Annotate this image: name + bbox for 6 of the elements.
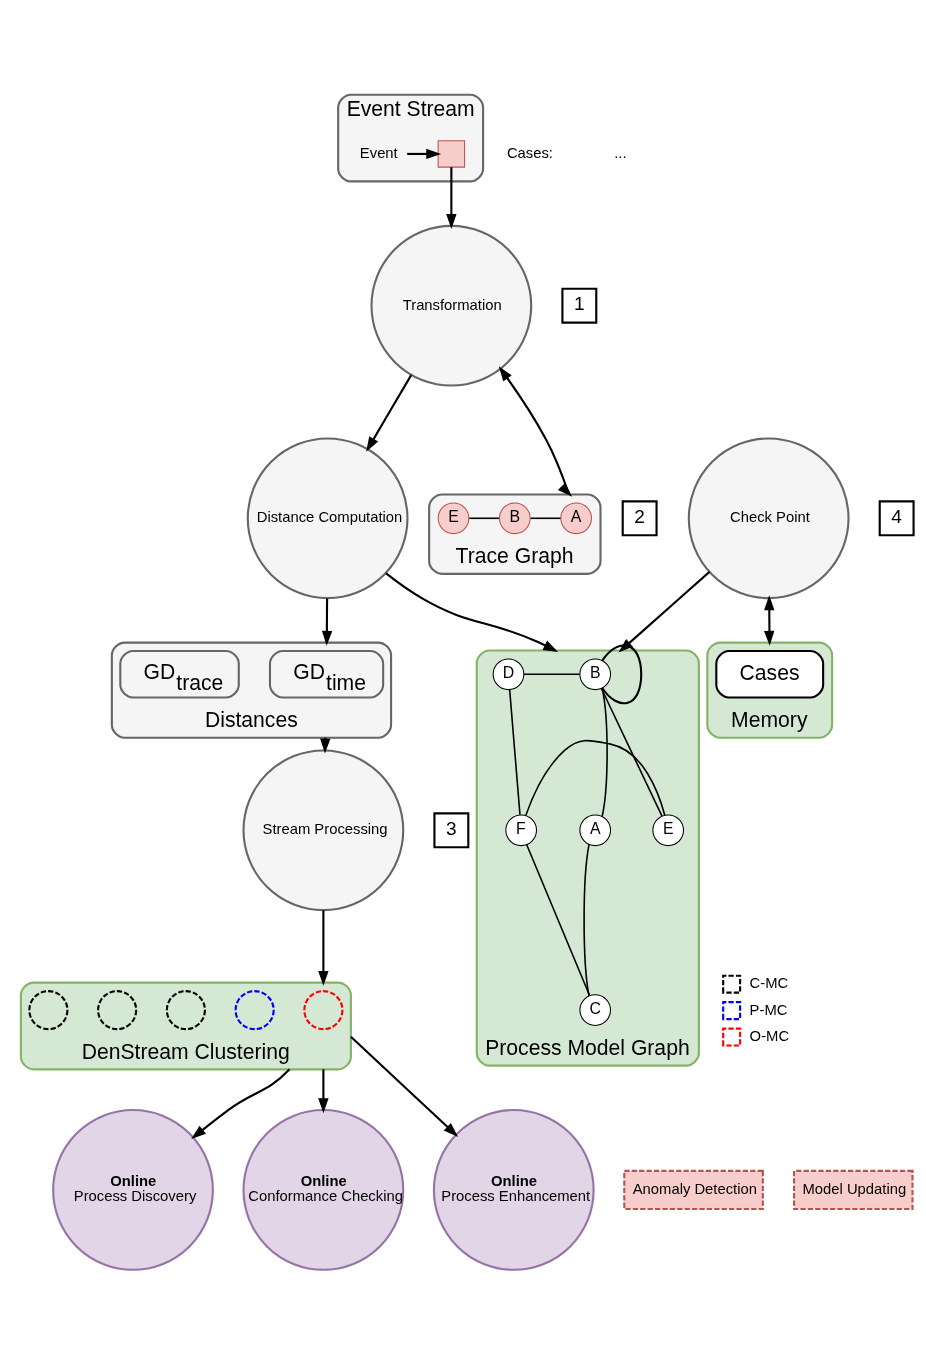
label: ... [614,144,627,161]
legend-label: P-MC [749,1001,788,1018]
label: Cases: [506,144,553,161]
legend-label: O-MC [749,1027,790,1044]
legend-label: C-MC [749,975,789,992]
node-text: Event [359,144,398,161]
